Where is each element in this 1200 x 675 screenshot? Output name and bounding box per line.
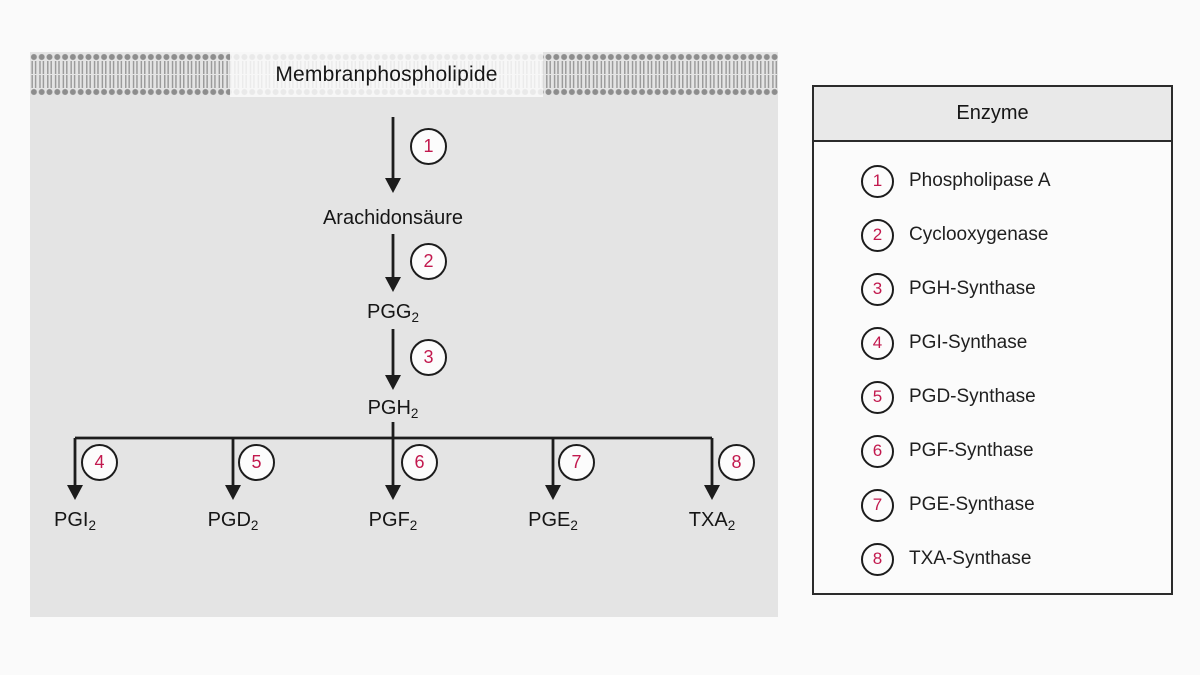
step-number: 4 [94,452,105,472]
legend-number: 8 [872,549,883,568]
legend-number-badge: 6 [861,434,894,468]
legend-label: Phospholipase A [909,170,1051,191]
pathway-arrows [67,117,720,500]
node-subscript: 2 [88,518,96,533]
node-label: PGD [207,509,251,531]
legend-number-badge: 8 [861,542,894,576]
legend-number-badge: 1 [861,164,894,198]
legend-items: 1 Phospholipase A 2 Cyclooxygenase 3 PGH… [814,142,1171,586]
enzyme-legend: Enzyme 1 Phospholipase A 2 Cyclooxygenas… [812,85,1173,595]
legend-number: 3 [872,279,883,298]
membrane-label: Membranphospholipide [230,52,543,97]
node-arachidonsaeure: Arachidonsäure [323,205,463,231]
legend-number: 2 [872,225,883,244]
node-subscript: 2 [250,518,259,533]
legend-number-badge: 3 [861,272,894,306]
node-pgi2: PGI2 [54,507,96,535]
legend-number: 7 [872,495,883,514]
legend-item-cyclooxygenase: 2 Cyclooxygenase [861,208,1171,262]
step-circle-7: 7 [558,444,595,481]
legend-label: PGI-Synthase [909,332,1028,353]
node-subscript: 2 [411,310,419,325]
legend-item-pgh-synthase: 3 PGH-Synthase [861,262,1171,316]
step-circle-6: 6 [401,444,438,481]
legend-number: 4 [872,333,883,352]
legend-number-badge: 7 [861,488,894,522]
node-label: PGH [367,397,411,419]
legend-number-badge: 2 [861,218,894,252]
step-circle-3: 3 [410,339,447,376]
step-number: 1 [423,136,434,156]
step-number: 8 [731,452,742,472]
pathway-diagram: Membranphospholipide [30,52,778,617]
step-number: 5 [251,452,262,472]
step-number: 2 [423,251,434,271]
legend-label: TXA-Synthase [909,548,1032,569]
node-pgh2: PGH2 [368,395,419,423]
node-subscript: 2 [570,518,578,533]
node-subscript: 2 [410,406,419,421]
node-pgg2: PGG2 [367,299,419,327]
node-subscript: 2 [409,518,418,533]
legend-item-pgi-synthase: 4 PGI-Synthase [861,316,1171,370]
legend-label: PGF-Synthase [909,440,1034,461]
node-subscript: 2 [727,518,736,533]
node-pgf2: PGF2 [369,507,418,535]
legend-number: 5 [872,387,883,406]
step-number: 6 [414,452,425,472]
node-label: PGF [368,509,410,531]
legend-label: PGD-Synthase [909,386,1036,407]
legend-item-pgd-synthase: 5 PGD-Synthase [861,370,1171,424]
node-label: PGE [528,509,571,531]
step-circle-2: 2 [410,243,447,280]
legend-item-txa-synthase: 8 TXA-Synthase [861,532,1171,586]
legend-title: Enzyme [814,87,1171,142]
legend-number-badge: 5 [861,380,894,414]
legend-label: PGH-Synthase [909,278,1036,299]
node-label: PGI [54,509,89,531]
step-number: 3 [423,347,434,367]
legend-number: 6 [872,441,883,460]
node-pgd2: PGD2 [208,507,259,535]
node-txa2: TXA2 [689,507,735,535]
node-label: PGG [367,301,412,323]
step-circle-8: 8 [718,444,755,481]
legend-label: Cyclooxygenase [909,224,1049,245]
step-circle-4: 4 [81,444,118,481]
legend-item-pge-synthase: 7 PGE-Synthase [861,478,1171,532]
node-label: Arachidonsäure [322,207,464,229]
legend-number-badge: 4 [861,326,894,360]
legend-label: PGE-Synthase [909,494,1035,515]
legend-item-phospholipase-a: 1 Phospholipase A [861,154,1171,208]
step-number: 7 [571,452,582,472]
step-circle-1: 1 [410,128,447,165]
node-label: TXA [688,509,728,531]
node-pge2: PGE2 [528,507,578,535]
legend-number: 1 [872,171,883,190]
step-circle-5: 5 [238,444,275,481]
membrane-bilayer-graphic: Membranphospholipide [30,52,778,97]
legend-item-pgf-synthase: 6 PGF-Synthase [861,424,1171,478]
